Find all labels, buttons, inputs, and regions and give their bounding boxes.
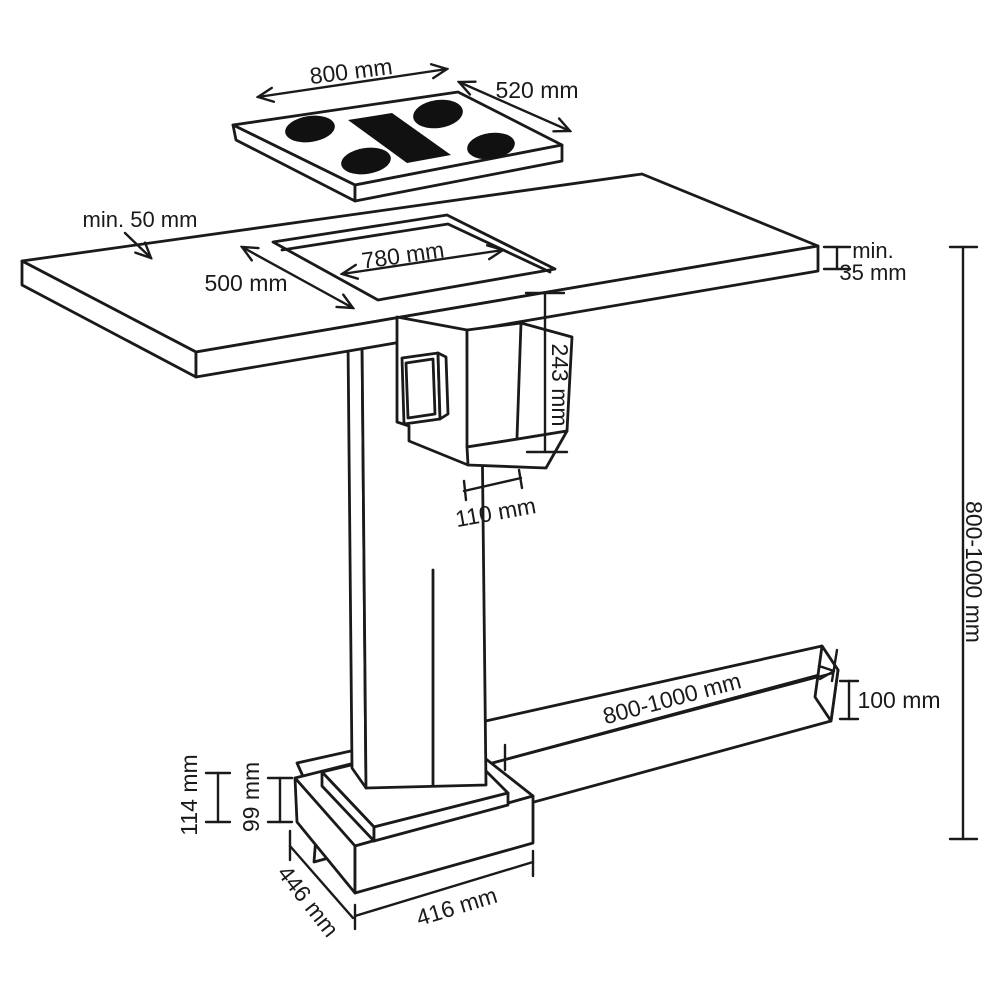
housing-access-panel-tab [436, 351, 450, 421]
dim-foot-length-arrowhead-b [818, 669, 836, 681]
hob-burner-front-right [467, 132, 515, 160]
hob-burner-front-left [341, 147, 391, 175]
base-plate-front-right-face [372, 791, 510, 843]
induction-hob [231, 90, 564, 203]
dim-cutout-width-arrow [342, 250, 503, 274]
dim-worktop-thickness: min. 35 mm [822, 238, 907, 285]
dim-clearance-back-label: min. 50 mm [83, 207, 198, 232]
dim-column-height: 800-1000 mm [948, 245, 987, 841]
dim-base-plate-height: 99 mm [238, 762, 294, 832]
dim-base-width-label: 416 mm [413, 882, 500, 931]
hob-control-strip [348, 113, 451, 163]
dim-hob-depth-label: 520 mm [495, 77, 578, 103]
dimensions: 800 mm 520 mm min. 50 mm 500 mm 780 mm m… [83, 53, 987, 942]
dim-base-width-line [353, 860, 535, 918]
dim-hob-width-arrow [258, 69, 447, 97]
housing-access-panel-inner-frame [404, 357, 437, 420]
dim-hob-depth-arrow [459, 82, 570, 131]
hob-burner-back-right [413, 99, 463, 129]
dim-base-total-height: 114 mm [176, 754, 232, 836]
housing-face-crease-line [515, 321, 523, 440]
worktop-front-right-face [194, 244, 820, 379]
dim-foot-height-label: 100 mm [857, 687, 940, 713]
housing-bottom-chamfer [465, 429, 569, 470]
dim-worktop-thickness-label-line2: 35 mm [839, 260, 906, 285]
dim-foot-length-tick-right [830, 648, 839, 683]
worktop-cutout-inner-wall-edge [280, 222, 552, 274]
dim-worktop-thickness-label-line1: min. [852, 238, 894, 263]
dim-foot-length-line [506, 671, 835, 761]
dim-housing-height-label: 243 mm [547, 343, 573, 426]
dim-cutout-depth-arrow [242, 247, 353, 308]
dim-base-depth-label: 446 mm [272, 860, 344, 941]
dim-base-plate-height-label: 99 mm [238, 762, 264, 832]
dim-hob-width-label: 800 mm [308, 53, 394, 89]
dim-housing-bottom-width-tick-left [462, 479, 468, 502]
dim-base-total-height-label: 114 mm [176, 754, 202, 835]
dim-housing-bottom-width-tick-right [517, 468, 524, 490]
dim-foot-height: 100 mm [838, 679, 941, 721]
foot-rail-end-face [813, 644, 840, 723]
dim-foot-length-arrowhead-a [817, 664, 836, 673]
dim-base-depth-line [288, 844, 355, 920]
dim-cutout-depth-label: 500 mm [204, 270, 287, 296]
dim-column-height-label: 800-1000 mm [961, 501, 987, 643]
dim-housing-height: 243 mm [524, 291, 573, 454]
dim-clearance-back-arrow [123, 231, 151, 258]
dim-housing-bottom-width-line [462, 476, 523, 493]
hob-burner-back-left [285, 115, 335, 143]
